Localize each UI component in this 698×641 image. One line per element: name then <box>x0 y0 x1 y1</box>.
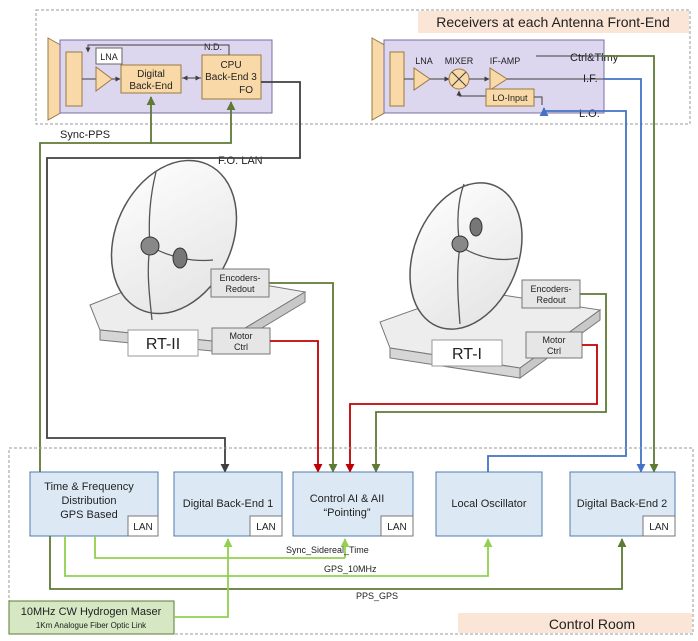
tfd-lan-port <box>127 515 159 537</box>
tfd-line3: GPS Based <box>60 509 117 521</box>
tfd-lan-label: LAN <box>133 522 152 533</box>
rx-left-fo-label: FO <box>239 85 253 96</box>
sync-pps-line <box>39 96 156 472</box>
tfd-line1: Time & Frequency <box>44 481 134 493</box>
rt2-motor-box <box>211 327 271 355</box>
gps-10mhz-line <box>64 536 493 577</box>
control-lan-port <box>380 515 414 537</box>
maser-subtitle: 1Km Analogue Fiber Optic Link <box>36 621 147 630</box>
antenna-rt1: RT-I Encoders- Redout Motor Ctrl <box>379 182 602 379</box>
rt2-encoders-line1: Encoders- <box>219 273 260 283</box>
receiver-rt2: LNA Digital Back-End CPU Back-End 3 FO N… <box>47 37 273 121</box>
label-pps-gps: PPS_GPS <box>356 591 398 601</box>
if-line <box>604 78 646 473</box>
control-room-region <box>8 447 694 635</box>
control-room-label: Control Room <box>549 616 635 632</box>
maser-link-line <box>174 558 229 618</box>
dish-subreflector-icon <box>469 217 483 237</box>
maser-block <box>8 600 175 635</box>
rx-right-ifamp-label: IF-AMP <box>490 56 521 66</box>
dbe2-label: Digital Back-End 2 <box>577 498 668 510</box>
rx-right-mixer-label: MIXER <box>445 56 474 66</box>
rx-left-dbe-line1: Digital <box>137 69 165 80</box>
ctrl-tlmy-line <box>601 55 659 473</box>
front-end-region <box>35 9 691 125</box>
rt2-label-box <box>127 329 199 357</box>
control-line1: Control AI & AII <box>310 493 385 505</box>
dish-icon <box>409 182 523 330</box>
control-lan-label: LAN <box>387 522 406 533</box>
dbe2-lan-label: LAN <box>649 522 668 533</box>
label-lo: L.O. <box>579 108 600 120</box>
dbe1-lan-port <box>249 515 283 537</box>
front-end-region-label: Receivers at each Antenna Front-End <box>436 14 669 30</box>
rx-left-cpu-line2: Back-End 3 <box>205 72 257 83</box>
rt1-label-box <box>431 339 503 367</box>
label-sync-sidereal: Sync_Sidereal_Time <box>286 545 369 555</box>
rx-right-lna-label: LNA <box>415 56 433 66</box>
dish-icon <box>110 159 238 315</box>
rt1-motor-line2: Ctrl <box>547 346 561 356</box>
rt2-encoders-line <box>269 282 338 473</box>
rt1-motor-box <box>525 331 583 359</box>
rt2-motor-line <box>270 340 323 473</box>
sync-sidereal-line <box>94 536 233 559</box>
antenna-rt2: RT-II Encoders- Redout Motor Ctrl <box>89 159 307 357</box>
rx-left-cpu-line1: CPU <box>220 60 241 71</box>
dbe1-lan-label: LAN <box>256 522 275 533</box>
label-fo-lan: F.O. LAN <box>218 155 263 167</box>
control-room-label-bg <box>458 613 692 633</box>
dbe1-block <box>173 471 283 537</box>
if-amplifier-icon <box>489 67 508 91</box>
lna-amplifier-icon <box>95 66 113 92</box>
lo-block-label: Local Oscillator <box>451 498 527 510</box>
horn-body <box>389 51 405 107</box>
rt1-label: RT-I <box>452 346 482 363</box>
rx-left-dbe-line2: Back-End <box>129 81 172 92</box>
rx-left-dbe-block <box>120 64 182 94</box>
pps-gps-line <box>49 536 627 590</box>
control-line2: “Pointing” <box>323 507 370 519</box>
label-gps-10mhz: GPS_10MHz <box>324 564 377 574</box>
rx-left-lna-label: LNA <box>100 52 118 62</box>
dbe1-label: Digital Back-End 1 <box>183 498 274 510</box>
lna-amplifier-icon <box>413 67 431 91</box>
rt2-label: RT-II <box>146 336 180 353</box>
receiver-rt1: LNA MIXER IF-AMP LO-Input <box>371 37 605 121</box>
dish-feed-icon <box>140 236 160 256</box>
label-sync-pps: Sync-PPS <box>60 129 110 141</box>
rt1-encoders-line2: Redout <box>536 295 566 305</box>
rt1-encoders-line1: Encoders- <box>530 284 571 294</box>
rt2-encoders-line2: Redout <box>225 284 255 294</box>
dbe2-lan-port <box>642 515 676 537</box>
rt2-motor-line1: Motor <box>229 331 252 341</box>
lo-block <box>435 471 543 537</box>
rt1-motor-line <box>345 344 598 473</box>
rt2-encoders-box <box>210 268 270 298</box>
tfd-line2: Distribution <box>61 495 116 507</box>
rt2-motor-line2: Ctrl <box>234 342 248 352</box>
dish-subreflector-icon <box>172 247 188 269</box>
fo-lan-line <box>46 81 301 473</box>
lo-line <box>487 107 627 472</box>
label-if: I.F. <box>583 73 598 85</box>
label-ctrl-tlmy: Ctrl&Tlmy <box>570 52 619 64</box>
front-end-region-label-bg <box>418 11 689 33</box>
rt1-encoders-line <box>371 293 607 473</box>
rt1-motor-line1: Motor <box>542 335 565 345</box>
horn-body <box>65 51 83 107</box>
maser-title: 10MHz CW Hydrogen Maser <box>21 606 162 618</box>
rx-left-nd-label: N.D. <box>204 42 222 52</box>
dish-feed-icon <box>451 235 469 253</box>
rx-left-cpu-block <box>201 54 262 100</box>
rx-right-lo-input-label: LO-Input <box>492 93 528 103</box>
